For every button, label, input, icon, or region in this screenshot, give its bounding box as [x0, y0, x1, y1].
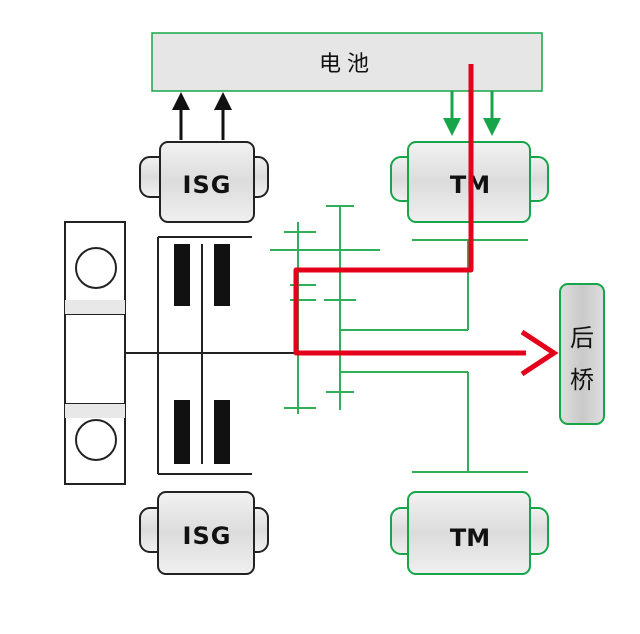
- gearbox: [270, 205, 528, 473]
- rear-axle-label-1: 后: [570, 324, 594, 352]
- battery-box: 电池: [151, 32, 543, 92]
- tm-bottom-motor: TM: [390, 491, 549, 575]
- isg-bottom-label: ISG: [183, 522, 232, 550]
- rear-axle-box: 后 桥: [559, 283, 605, 425]
- isg-top-motor: ISG: [139, 141, 269, 223]
- power-flow-path: [293, 64, 559, 377]
- engine-block: [64, 221, 126, 485]
- isg-top-label: ISG: [183, 171, 232, 199]
- clutch-assembly: [157, 236, 252, 475]
- rear-axle-label-2: 桥: [570, 366, 594, 394]
- tm-bottom-label: TM: [450, 524, 490, 552]
- tm-power-arrows: [443, 91, 501, 136]
- isg-power-arrows: [172, 92, 232, 140]
- battery-label: 电池: [319, 52, 375, 77]
- isg-bottom-motor: ISG: [139, 491, 269, 575]
